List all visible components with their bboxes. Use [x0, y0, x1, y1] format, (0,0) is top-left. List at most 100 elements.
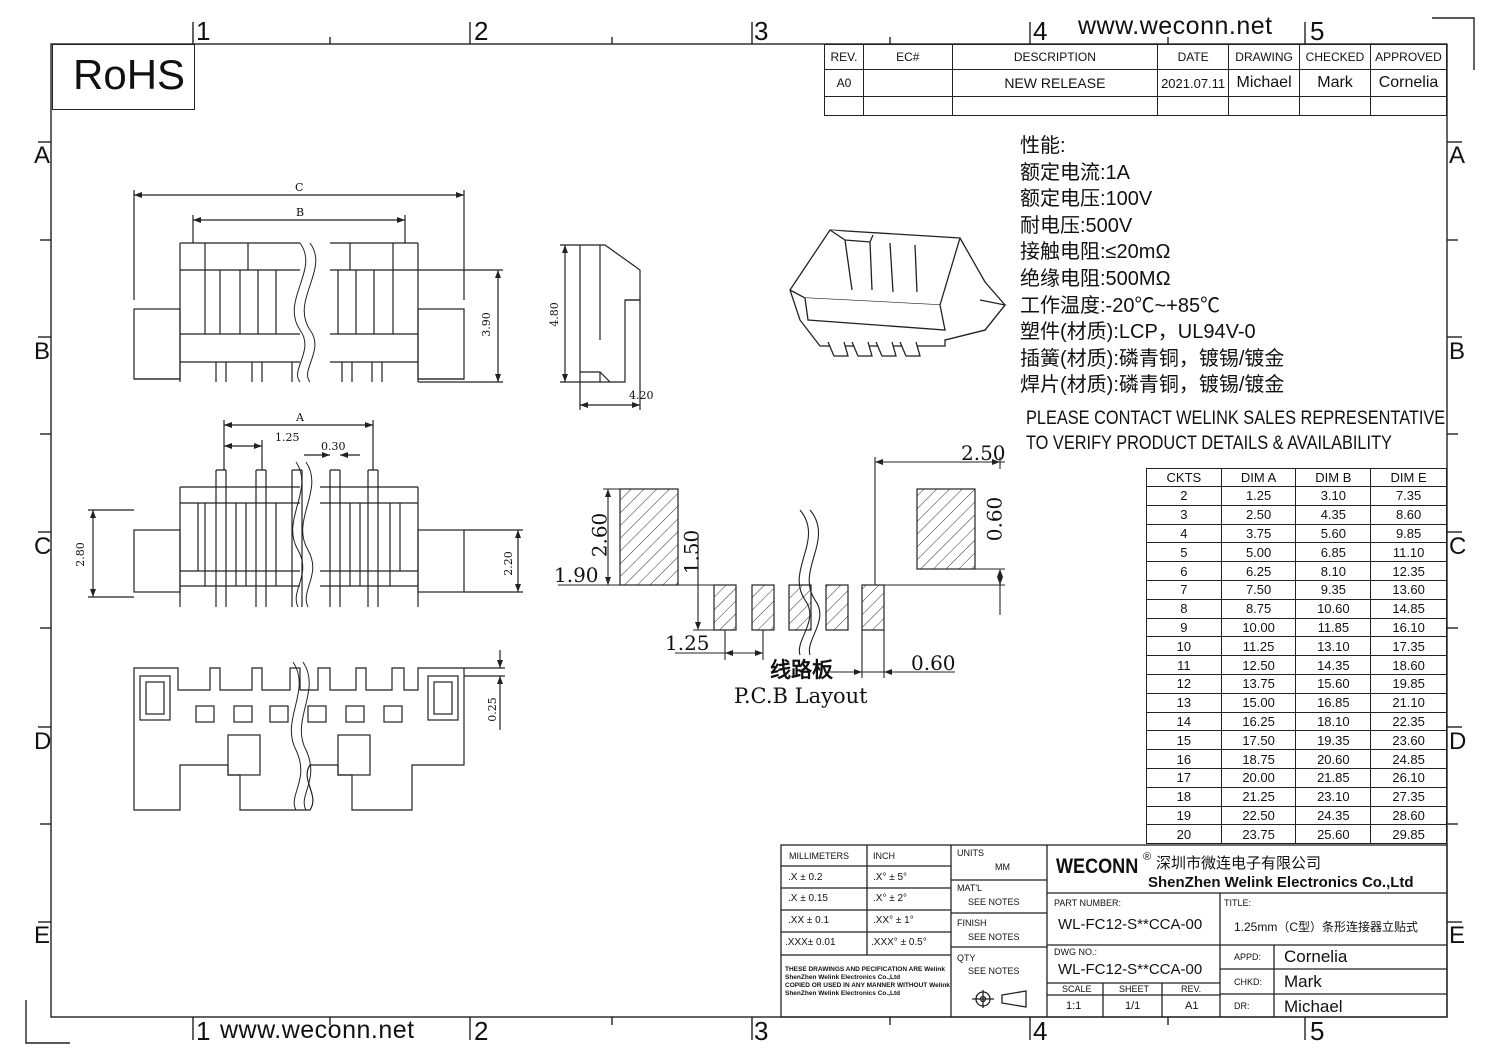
- units-label: UNITS: [957, 848, 984, 858]
- company-en: ShenZhen Welink Electronics Co.,Ltd: [1148, 874, 1414, 891]
- zone-row-e: E: [34, 922, 51, 949]
- dim-025: 0.25: [485, 697, 499, 722]
- bottom-view: [133, 650, 505, 811]
- tol-mm-row-4: .XXX± 0.01: [785, 937, 836, 948]
- part-label: PART NUMBER:: [1054, 898, 1122, 908]
- rohs-label: RoHS: [73, 51, 186, 98]
- dim-table-cell: 15.00: [1220, 692, 1297, 713]
- dr-value: Michael: [1284, 997, 1343, 1016]
- dim-table-cell: 6.25: [1220, 561, 1297, 581]
- dim-table-cell: 29.85: [1370, 824, 1447, 845]
- dim-table-cell: 14: [1146, 711, 1222, 732]
- dim-head-b: DIM B: [1295, 468, 1372, 487]
- rev-head-checked: CHECKED: [1299, 44, 1371, 70]
- rev-cell-description: NEW RELEASE: [951, 69, 1159, 97]
- rev-head-drawing: DRAWING: [1228, 44, 1301, 70]
- units-value: MM: [995, 862, 1010, 872]
- dim-table-cell: 13: [1146, 692, 1222, 713]
- dim-table-cell: 12.50: [1220, 655, 1297, 675]
- dim-480: 4.80: [547, 302, 561, 327]
- matl-label: MAT'L: [957, 883, 983, 893]
- spec-line: 塑件(材质):LCP，UL94V-0: [1020, 321, 1256, 344]
- pcb-label-cn: 线路板: [770, 659, 833, 682]
- dim-table-cell: 17.50: [1220, 730, 1297, 751]
- tol-inch-row-1: .X° ± 5°: [873, 872, 908, 883]
- spec-line: 接触电阻:≤20mΩ: [1020, 241, 1171, 264]
- contact-note-1: PLEASE CONTACT WELINK SALES REPRESENTATI…: [1026, 408, 1446, 429]
- dim-table-cell: 20: [1146, 824, 1222, 845]
- matl-value: SEE NOTES: [968, 897, 1020, 907]
- sheet-label: SHEET: [1119, 984, 1150, 994]
- dim-table-cell: 8.75: [1220, 598, 1297, 619]
- dim-table-cell: 9.35: [1295, 579, 1372, 600]
- rev-head-description: DESCRIPTION: [951, 44, 1159, 70]
- zone-row-a: A: [34, 142, 51, 169]
- scale-label: SCALE: [1062, 984, 1092, 994]
- dim-table-cell: 1.25: [1220, 486, 1297, 506]
- dim-030: 0.30: [321, 440, 346, 453]
- pcb-dim-190: 1.90: [554, 563, 599, 587]
- dim-table-cell: 17: [1146, 767, 1222, 788]
- dim-table-cell: 13.60: [1370, 579, 1447, 600]
- tol-mm-row-3: .XX ± 0.1: [788, 915, 830, 926]
- dim-table-cell: 28.60: [1370, 805, 1447, 826]
- pcb-dim-260: 2.60: [587, 512, 612, 558]
- dim-table-cell: 19: [1146, 805, 1222, 826]
- dim-table-cell: 11.25: [1220, 636, 1297, 657]
- company-cn: 深圳市微连电子有限公司: [1156, 855, 1322, 872]
- dwg-number: WL-FC12-S**CCA-00: [1058, 961, 1203, 978]
- revision-table: REV. EC# DESCRIPTION DATE DRAWING CHECKE…: [824, 44, 1448, 116]
- dim-table-cell: 20.60: [1295, 749, 1372, 769]
- rev-head-date: DATE: [1157, 44, 1230, 70]
- dim-table-cell: 7.50: [1220, 579, 1297, 600]
- zone-col-4: 4: [1033, 16, 1048, 46]
- rev-label: REV.: [1181, 984, 1202, 994]
- tol-note-line: ShenZhen Welink Electronics Co.,Ltd: [785, 974, 901, 981]
- dim-table-cell: 11.85: [1295, 617, 1372, 638]
- dim-table-cell: 21.10: [1370, 692, 1447, 713]
- dim-table-cell: 8.60: [1370, 504, 1447, 525]
- zone-row-d: D: [34, 728, 52, 755]
- dim-table-cell: 3.75: [1220, 523, 1297, 544]
- dim-table-cell: 6.85: [1295, 542, 1372, 563]
- dim-head-ckts: CKTS: [1146, 468, 1222, 487]
- appd-label: APPD:: [1234, 952, 1262, 962]
- rev-cell-rev: A0: [824, 69, 864, 97]
- pcb-dim-150: 1.50: [679, 529, 704, 575]
- spec-line: 焊片(材质):磷青铜，镀锡/镀金: [1020, 374, 1285, 397]
- dim-table-cell: 2.50: [1220, 504, 1297, 525]
- zone-col-2-bottom: 2: [474, 1016, 489, 1046]
- spec-line: 性能:: [1020, 135, 1066, 157]
- rev-value: A1: [1185, 1000, 1199, 1012]
- dim-table-cell: 9.85: [1370, 523, 1447, 544]
- brand-logo: WECONN: [1056, 855, 1139, 878]
- spec-line: 绝缘电阻:500MΩ: [1020, 267, 1171, 290]
- qty-value: SEE NOTES: [968, 966, 1020, 976]
- dim-table-cell: 10: [1146, 636, 1222, 657]
- rev-head-approved: APPROVED: [1369, 44, 1448, 70]
- dim-220: 2.20: [501, 551, 515, 576]
- contact-note-2: TO VERIFY PRODUCT DETAILS & AVAILABILITY: [1026, 433, 1392, 454]
- side-view: [560, 244, 641, 410]
- spec-list: 性能: 额定电流:1A 额定电压:100V 耐电压:500V 接触电阻:≤20m…: [1020, 133, 1284, 399]
- zone-col-5-bottom: 5: [1310, 1016, 1325, 1046]
- rev-head-ec: EC#: [862, 44, 953, 70]
- zone-col-2: 2: [474, 16, 489, 46]
- dim-390: 3.90: [479, 312, 493, 337]
- corner-mark-bl: [25, 1000, 70, 1044]
- finish-value: SEE NOTES: [968, 932, 1020, 942]
- dim-table-cell: 5: [1146, 542, 1222, 563]
- tol-note-line: COPIED OR USED IN ANY MANNER WITHOUT Wel…: [785, 982, 950, 989]
- corner-mark-tr: [1432, 17, 1475, 70]
- title-block-lines: [780, 844, 1448, 1018]
